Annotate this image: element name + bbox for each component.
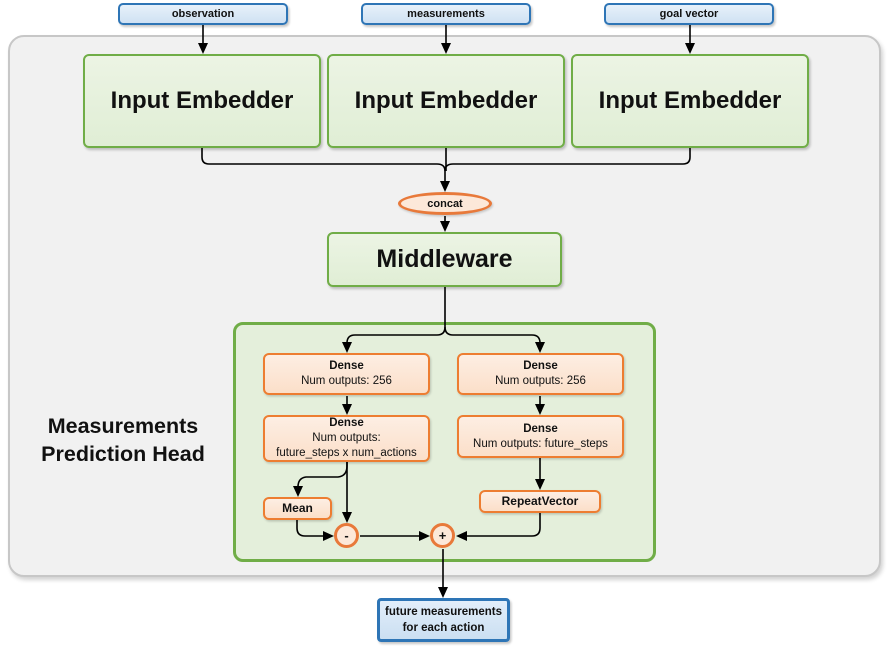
input-chip-measurements: measurements — [361, 3, 531, 25]
input-chip-goal-vector-label: goal vector — [659, 8, 719, 20]
dense-action-2-line1: Num outputs: — [312, 432, 381, 444]
dense-measure-1: Dense Num outputs: 256 — [457, 353, 624, 395]
input-embedder-goal-vector: Input Embedder — [571, 54, 809, 148]
dense-action-2-line2: future_steps x num_actions — [276, 447, 417, 459]
repeat-vector-node: RepeatVector — [479, 490, 601, 513]
concat-node: concat — [398, 192, 492, 215]
dense-action-1-line1: Num outputs: 256 — [301, 375, 392, 387]
prediction-head-title-line2: Prediction Head — [41, 442, 205, 466]
output-label-line1: future measurements — [385, 606, 502, 618]
concat-label: concat — [427, 197, 463, 210]
input-embedder-measurements: Input Embedder — [327, 54, 565, 148]
dense-measure-1-title: Dense — [523, 360, 558, 372]
add-op-label: + — [438, 528, 447, 543]
input-embedder-goal-vector-label: Input Embedder — [598, 87, 782, 114]
middleware-node: Middleware — [327, 232, 562, 287]
add-op-node: + — [430, 523, 455, 548]
dense-action-2: Dense Num outputs: future_steps x num_ac… — [263, 415, 430, 462]
dense-measure-1-line1: Num outputs: 256 — [495, 375, 586, 387]
prediction-head-title-line1: Measurements — [47, 414, 199, 438]
input-chip-measurements-label: measurements — [407, 8, 485, 20]
input-chip-goal-vector: goal vector — [604, 3, 774, 25]
repeat-vector-label: RepeatVector — [501, 494, 579, 508]
dense-action-1: Dense Num outputs: 256 — [263, 353, 430, 395]
subtract-op-label: - — [344, 528, 349, 543]
output-node: future measurements for each action — [377, 598, 510, 642]
dense-action-2-title: Dense — [329, 417, 364, 429]
prediction-head-title: Measurements Prediction Head — [14, 409, 232, 471]
mean-node: Mean — [263, 497, 332, 520]
input-chip-observation-label: observation — [171, 8, 235, 20]
dense-measure-2-line1: Num outputs: future_steps — [473, 437, 608, 450]
dense-measure-2: Dense Num outputs: future_steps — [457, 415, 624, 458]
input-chip-observation: observation — [118, 3, 288, 25]
dense-measure-2-title: Dense — [523, 422, 558, 435]
input-embedder-observation-label: Input Embedder — [110, 87, 294, 114]
dense-action-1-title: Dense — [329, 360, 364, 372]
middleware-label: Middleware — [376, 245, 513, 273]
input-embedder-measurements-label: Input Embedder — [354, 87, 538, 114]
output-label-line2: for each action — [402, 622, 485, 634]
mean-label: Mean — [282, 501, 313, 515]
input-embedder-observation: Input Embedder — [83, 54, 321, 148]
subtract-op-node: - — [334, 523, 359, 548]
